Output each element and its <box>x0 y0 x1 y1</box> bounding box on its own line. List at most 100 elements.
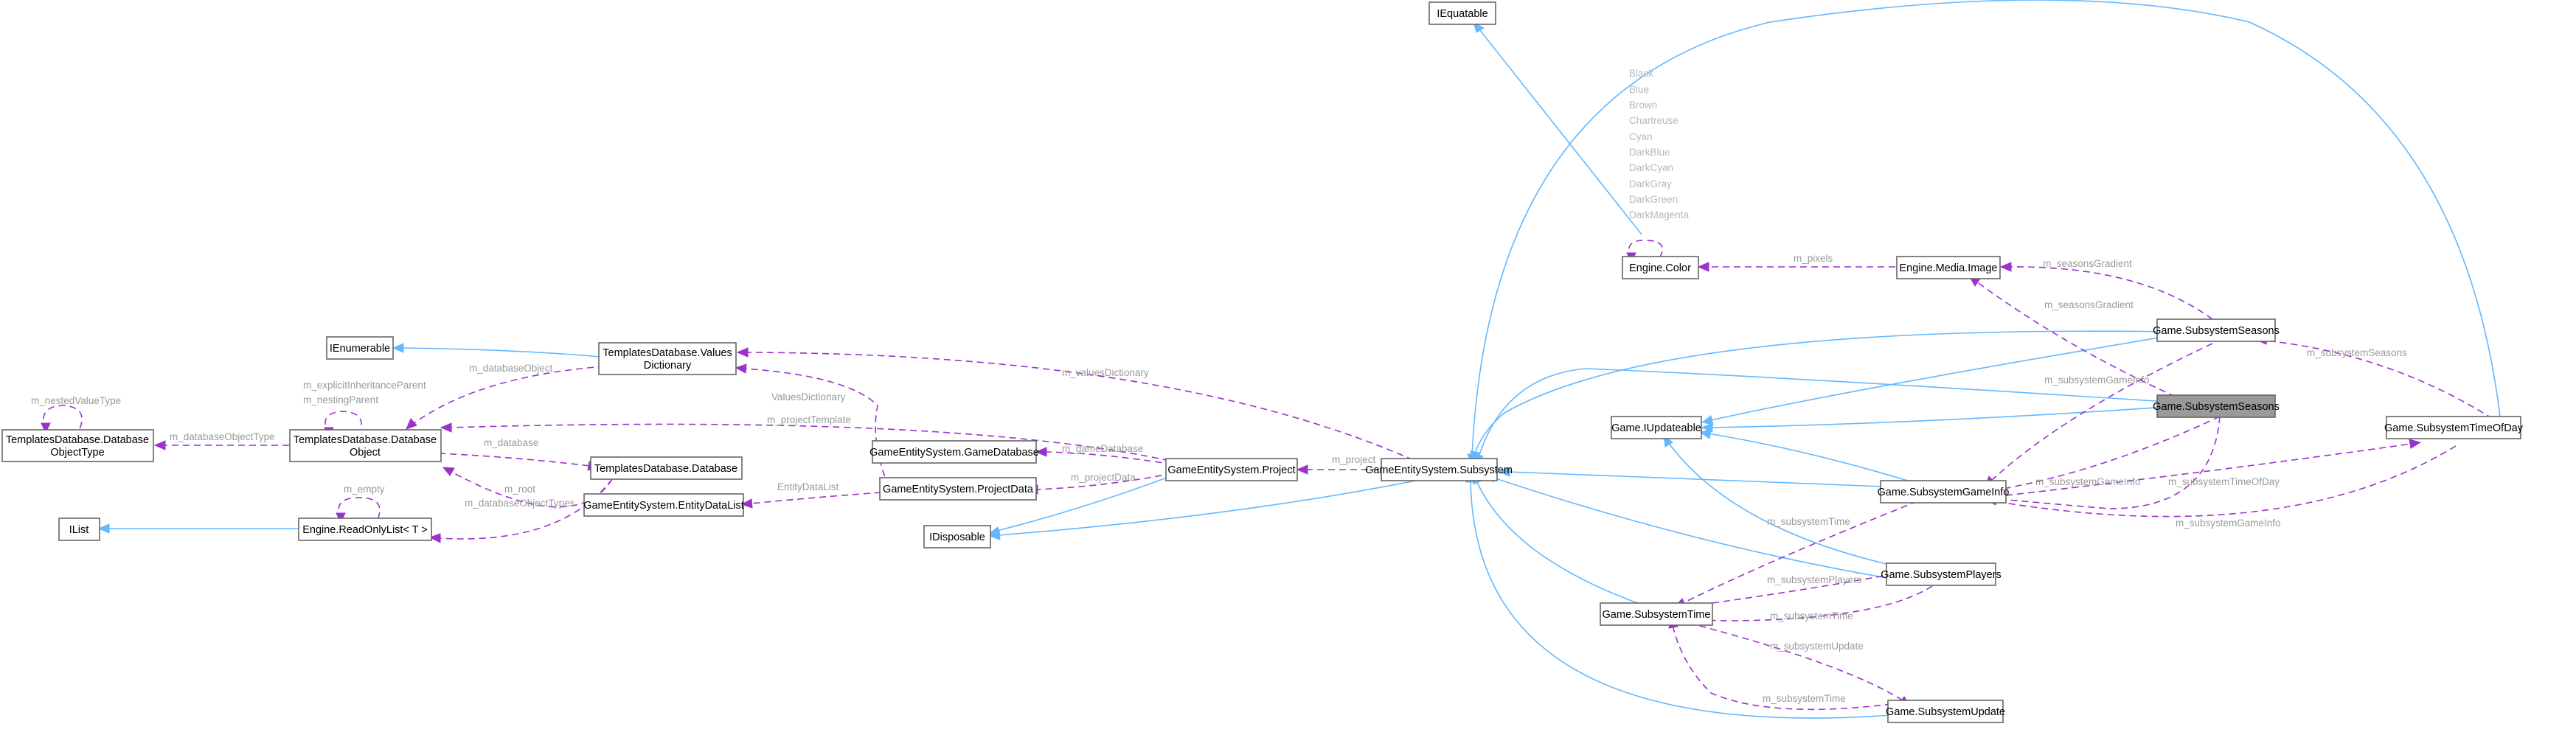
node-readonly-list[interactable]: Engine.ReadOnlyList< T > <box>298 518 432 541</box>
svg-text:IEquatable: IEquatable <box>1437 8 1487 20</box>
node-entity-data-list[interactable]: GameEntitySystem.EntityDataList <box>583 493 744 517</box>
edge-seasons-main-time-of-day <box>1982 416 2221 509</box>
edge-game-info-iupdateable <box>1698 429 1918 484</box>
svg-text:Game.SubsystemTime: Game.SubsystemTime <box>1603 609 1711 621</box>
node-project[interactable]: GameEntitySystem.Project <box>1165 458 1298 481</box>
node-subsystem-players[interactable]: Game.SubsystemPlayers <box>1881 562 2002 586</box>
label-m-project-template: m_projectTemplate <box>767 414 851 425</box>
label-m-seasons-gradient-main: m_seasonsGradient <box>2044 299 2134 310</box>
edge-subsystem-values-dictionary <box>736 347 1424 465</box>
node-database-object-type[interactable]: TemplatesDatabase.Database ObjectType <box>1 429 154 462</box>
svg-text:Game.SubsystemUpdate: Game.SubsystemUpdate <box>1886 706 2005 718</box>
node-subsystem-seasons-top[interactable]: Game.SubsystemSeasons <box>2153 318 2280 342</box>
node-engine-color[interactable]: Engine.Color <box>1622 256 1699 279</box>
svg-text:Engine.Color: Engine.Color <box>1629 262 1691 274</box>
node-subsystem-time[interactable]: Game.SubsystemTime <box>1600 602 1713 626</box>
node-project-data[interactable]: GameEntitySystem.ProjectData <box>879 477 1037 501</box>
edge-database-object-database <box>438 453 600 471</box>
node-values-dictionary[interactable]: TemplatesDatabase.Values Dictionary <box>598 342 737 375</box>
edge-values-dict-database-object <box>406 366 605 430</box>
svg-text:GameEntitySystem.EntityDataLis: GameEntitySystem.EntityDataList <box>583 500 744 512</box>
label-m-subsystem-game-info-1: m_subsystemGameInfo <box>2044 375 2150 386</box>
label-m-database-object: m_databaseObject <box>469 363 553 374</box>
label-m-database-object-type: m_databaseObjectType <box>170 431 275 442</box>
svg-text:GameEntitySystem.Subsystem: GameEntitySystem.Subsystem <box>1365 464 1513 476</box>
edge-seasons-top-gradient-image <box>1999 262 2213 320</box>
node-ilist[interactable]: IList <box>58 518 100 541</box>
label-m-pixels: m_pixels <box>1794 253 1833 264</box>
node-idisposable[interactable]: IDisposable <box>923 525 991 548</box>
label-m-subsystem-game-info-2: m_subsystemGameInfo <box>2035 476 2141 487</box>
svg-text:TemplatesDatabase.Database: TemplatesDatabase.Database <box>294 434 437 446</box>
edge-game-info-time-of-day <box>2005 439 2422 496</box>
label-m-subsystem-update: m_subsystemUpdate <box>1770 641 1864 652</box>
label-m-subsystem-game-info-3: m_subsystemGameInfo <box>2176 518 2281 529</box>
svg-text:ObjectType: ObjectType <box>50 447 104 459</box>
label-m-subsystem-seasons: m_subsystemSeasons <box>2307 347 2407 358</box>
node-subsystem-update[interactable]: Game.SubsystemUpdate <box>1886 700 2005 723</box>
edge-values-dictionary-ienumerable <box>392 343 601 358</box>
edge-game-info-subsystem <box>1498 467 1884 487</box>
color-label: Black <box>1629 68 1653 79</box>
svg-text:TemplatesDatabase.Values: TemplatesDatabase.Values <box>603 347 732 359</box>
svg-text:Object: Object <box>350 447 381 459</box>
color-label: Chartreuse <box>1629 115 1678 126</box>
svg-text:Game.SubsystemSeasons: Game.SubsystemSeasons <box>2153 401 2280 413</box>
svg-text:Game.IUpdateable: Game.IUpdateable <box>1611 422 1701 434</box>
node-ienumerable[interactable]: IEnumerable <box>326 336 394 360</box>
svg-text:IEnumerable: IEnumerable <box>330 343 390 355</box>
node-subsystem[interactable]: GameEntitySystem.Subsystem <box>1365 458 1513 481</box>
color-label: DarkCyan <box>1629 162 1673 173</box>
color-label: DarkGray <box>1629 178 1672 189</box>
edge-project-database-object <box>440 422 1181 464</box>
label-m-subsystem-players: m_subsystemPlayers <box>1767 574 1862 585</box>
color-label: Blue <box>1629 84 1649 95</box>
label-m-database-object-types: m_databaseObjectTypes <box>465 498 575 509</box>
edge-subsystem-idisposable <box>988 478 1424 540</box>
svg-text:Engine.Media.Image: Engine.Media.Image <box>1900 262 1998 274</box>
node-iupdateable[interactable]: Game.IUpdateable <box>1611 416 1702 439</box>
node-game-database[interactable]: GameEntitySystem.GameDatabase <box>869 440 1039 464</box>
edge-time-subsystem <box>1473 471 1653 609</box>
label-entity-data-list-edge: EntityDataList <box>777 481 839 492</box>
edge-time-of-day-subsystem <box>1467 0 2501 466</box>
label-m-subsystem-time-of-day: m_subsystemTimeOfDay <box>2168 476 2280 487</box>
node-subsystem-game-info[interactable]: Game.SubsystemGameInfo <box>1878 480 2010 504</box>
label-m-explicit-inheritance-parent: m_explicitInheritanceParent <box>303 380 426 391</box>
svg-text:IDisposable: IDisposable <box>929 532 985 543</box>
label-m-project: m_project <box>1332 454 1376 465</box>
node-engine-media-image[interactable]: Engine.Media.Image <box>1896 256 2001 279</box>
node-subsystem-seasons-selected[interactable]: Game.SubsystemSeasons <box>2153 394 2280 418</box>
label-m-game-database: m_gameDatabase <box>1062 443 1143 454</box>
label-m-project-data: m_projectData <box>1071 472 1136 483</box>
svg-text:Engine.ReadOnlyList< T >: Engine.ReadOnlyList< T > <box>302 524 428 536</box>
edge-update-subsystem <box>1465 470 1892 719</box>
svg-text:TemplatesDatabase.Database: TemplatesDatabase.Database <box>594 463 737 475</box>
edge-object-type-self <box>41 405 83 434</box>
edge-image-pixels-color <box>1697 262 1895 272</box>
label-values-dictionary-edge: ValuesDictionary <box>771 391 846 403</box>
node-iequatable[interactable]: IEquatable <box>1428 1 1496 25</box>
edge-seasons-main-iupdateable <box>1701 406 2167 433</box>
label-m-nesting-parent: m_nestingParent <box>303 394 378 405</box>
edge-project-data-entity-list <box>740 492 882 509</box>
label-m-nested-value-type: m_nestedValueType <box>31 395 121 406</box>
node-database[interactable]: TemplatesDatabase.Database <box>590 456 743 480</box>
svg-text:Game.SubsystemGameInfo: Game.SubsystemGameInfo <box>1878 487 2010 498</box>
label-m-database: m_database <box>484 437 538 448</box>
svg-text:TemplatesDatabase.Database: TemplatesDatabase.Database <box>6 434 149 446</box>
label-m-subsystem-time-2: m_subsystemTime <box>1770 610 1853 621</box>
edge-subsystem-project <box>1296 464 1379 475</box>
edge-seasons-top-subsystem <box>1470 330 2169 464</box>
color-label: DarkBlue <box>1629 147 1670 158</box>
edge-color-iequatable <box>1473 21 1642 235</box>
label-m-values-dictionary: m_valuesDictionary <box>1062 367 1149 378</box>
label-m-seasons-gradient-top: m_seasonsGradient <box>2043 258 2132 269</box>
edge-players-iupdateable <box>1663 433 1903 568</box>
node-subsystem-time-of-day[interactable]: Game.SubsystemTimeOfDay <box>2384 416 2524 439</box>
label-m-root: m_root <box>504 484 535 495</box>
node-database-object[interactable]: TemplatesDatabase.Database Object <box>289 429 442 462</box>
color-label: Cyan <box>1629 131 1653 142</box>
edge-database-readonly-list <box>428 478 613 543</box>
label-m-subsystem-time-1: m_subsystemTime <box>1767 516 1850 527</box>
